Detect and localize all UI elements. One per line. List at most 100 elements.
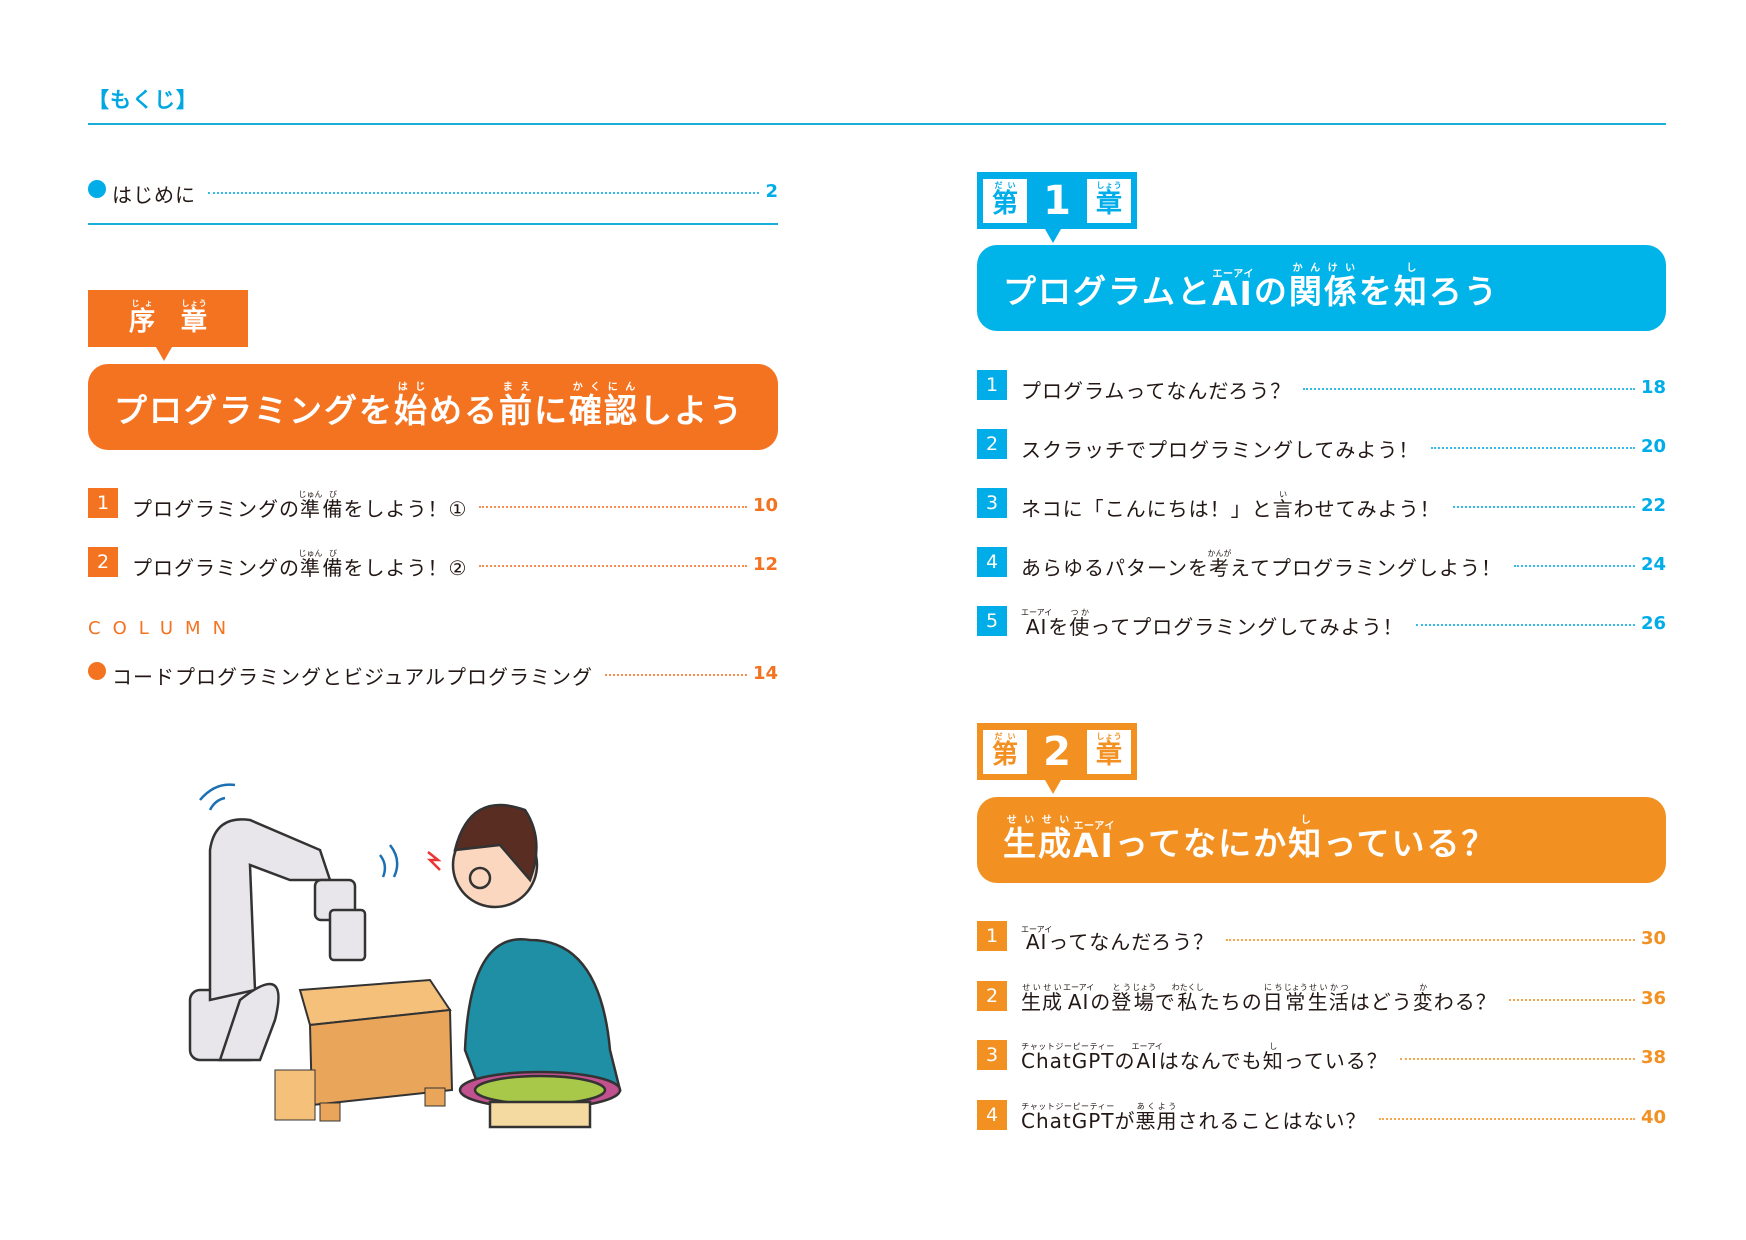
furigana: い xyxy=(1272,490,1294,499)
leader-dots xyxy=(1514,565,1635,567)
bullet-icon xyxy=(88,180,106,198)
chapter2-tab: 第だい 2 章しょう xyxy=(977,723,1137,794)
furigana: かんが xyxy=(1207,549,1232,558)
item-label: 生せい成せいAIエーアイの登とう場じょうで私わたくしたちの日にち常じょう生せい活… xyxy=(1021,982,1497,1014)
item-label: AIエーアイってなんだろう？ xyxy=(1021,925,1215,954)
leader-dots xyxy=(1226,939,1635,941)
toc-title: 【もくじ】 xyxy=(88,88,198,112)
item-number-badge: 1 xyxy=(88,488,118,518)
ruby-text: 確かく xyxy=(569,382,604,430)
ruby-text: 変か xyxy=(1412,982,1434,1014)
ruby-text: 章しょう xyxy=(1095,732,1122,770)
ruby-text: 成せい xyxy=(1038,815,1073,863)
ruby-text: 章しょう xyxy=(181,299,208,337)
tab-char: 章しょう xyxy=(181,299,207,338)
furigana: チャットジーピーティー xyxy=(1021,1101,1115,1111)
item-label: プログラミングの準じゅん備びをしよう！① xyxy=(132,490,468,521)
item-number-badge: 4 xyxy=(977,547,1007,577)
furigana: せい xyxy=(1307,982,1329,992)
furigana: にん xyxy=(604,382,639,393)
page-number: 14 xyxy=(752,663,778,684)
ruby-text: 登とう xyxy=(1111,982,1133,1014)
toc-intro[interactable]: はじめに 2 xyxy=(88,166,778,206)
ruby-text: 序じょ xyxy=(128,299,155,337)
ruby-text: 考かんが xyxy=(1207,549,1232,580)
furigana: はじ xyxy=(394,382,429,393)
leader-dots xyxy=(1431,447,1635,449)
furigana: しょう xyxy=(1095,732,1122,741)
intro-label: はじめに xyxy=(112,183,196,207)
page-number: 18 xyxy=(1640,377,1666,398)
item-label: ChatGPTチャットジーピーティーのAIエーアイはなんでも知しっている？ xyxy=(1021,1042,1388,1073)
ruby-text: 備び xyxy=(322,490,344,521)
chapter-label-box: 第だい xyxy=(983,178,1027,223)
furigana: せい xyxy=(1038,815,1073,826)
page-number: 2 xyxy=(765,181,778,202)
furigana: よう xyxy=(1156,1101,1178,1111)
leader-dots xyxy=(479,565,747,567)
furigana: とう xyxy=(1111,982,1133,992)
ruby-text: 知し xyxy=(1393,263,1429,311)
prologue-title: プログラミングを始はじめる前まえに確かく認にんしよう xyxy=(88,364,778,450)
ruby-text: 悪あく xyxy=(1135,1101,1157,1133)
furigana: せい xyxy=(1021,982,1042,992)
item-label: ネコに「こんにちは！」と言いわせてみよう！ xyxy=(1021,490,1441,521)
item-number-badge: 3 xyxy=(977,488,1007,518)
ruby-text: ChatGPTチャットジーピーティー xyxy=(1021,1101,1115,1133)
furigana: び xyxy=(322,490,344,499)
leader-dots xyxy=(208,192,760,194)
ruby-text: 第だい xyxy=(991,732,1018,770)
item-number-badge: 4 xyxy=(977,1099,1007,1130)
ruby-text: 日にち xyxy=(1262,982,1284,1014)
ruby-text: 用よう xyxy=(1156,1101,1178,1133)
toc-item[interactable]: 3 ネコに「こんにちは！」と言いわせてみよう！ 22 xyxy=(977,480,1666,520)
furigana: エーアイ xyxy=(1131,1042,1163,1051)
page-number: 12 xyxy=(752,554,778,575)
ruby-text: 係けい xyxy=(1323,263,1359,311)
ruby-text: 私わたくし xyxy=(1171,982,1204,1014)
furigana: か xyxy=(1412,982,1434,992)
man-figure xyxy=(426,803,622,1129)
furigana: わたくし xyxy=(1171,982,1204,992)
shogi-board xyxy=(274,978,454,1122)
chapter-number: 2 xyxy=(1043,728,1071,775)
furigana: じゅん xyxy=(298,549,323,558)
page-number: 22 xyxy=(1640,495,1666,516)
chapter-number: 1 xyxy=(1043,177,1071,224)
furigana: あく xyxy=(1135,1101,1157,1111)
furigana: しょう xyxy=(181,299,207,308)
item-number-badge: 3 xyxy=(977,1040,1007,1070)
leader-dots xyxy=(1399,1058,1635,1060)
ruby-text: 認にん xyxy=(604,382,639,430)
ruby-text: 準じゅん xyxy=(298,549,323,580)
furigana: チャットジーピーティー xyxy=(1021,1042,1115,1051)
ruby-text: 生せい xyxy=(1307,982,1329,1014)
chapter-label-box: 章しょう xyxy=(1087,729,1131,774)
furigana: かん xyxy=(1288,263,1324,274)
toc-column-item[interactable]: コードプログラミングとビジュアルプログラミング 14 xyxy=(88,648,778,688)
item-number-badge: 2 xyxy=(977,429,1007,459)
furigana: せい xyxy=(1003,815,1038,826)
ruby-text: 活かつ xyxy=(1328,982,1350,1014)
ruby-text: 知し xyxy=(1288,815,1324,863)
chapter-label-box: 第だい xyxy=(983,729,1027,774)
page-number: 40 xyxy=(1640,1106,1666,1128)
item-label: プログラミングの準じゅん備びをしよう！② xyxy=(132,549,468,580)
page-number: 26 xyxy=(1640,613,1666,634)
furigana: まえ xyxy=(499,382,534,393)
furigana: だい xyxy=(991,181,1018,190)
ruby-text: 常じょう xyxy=(1283,982,1308,1014)
furigana: し xyxy=(1288,815,1324,826)
